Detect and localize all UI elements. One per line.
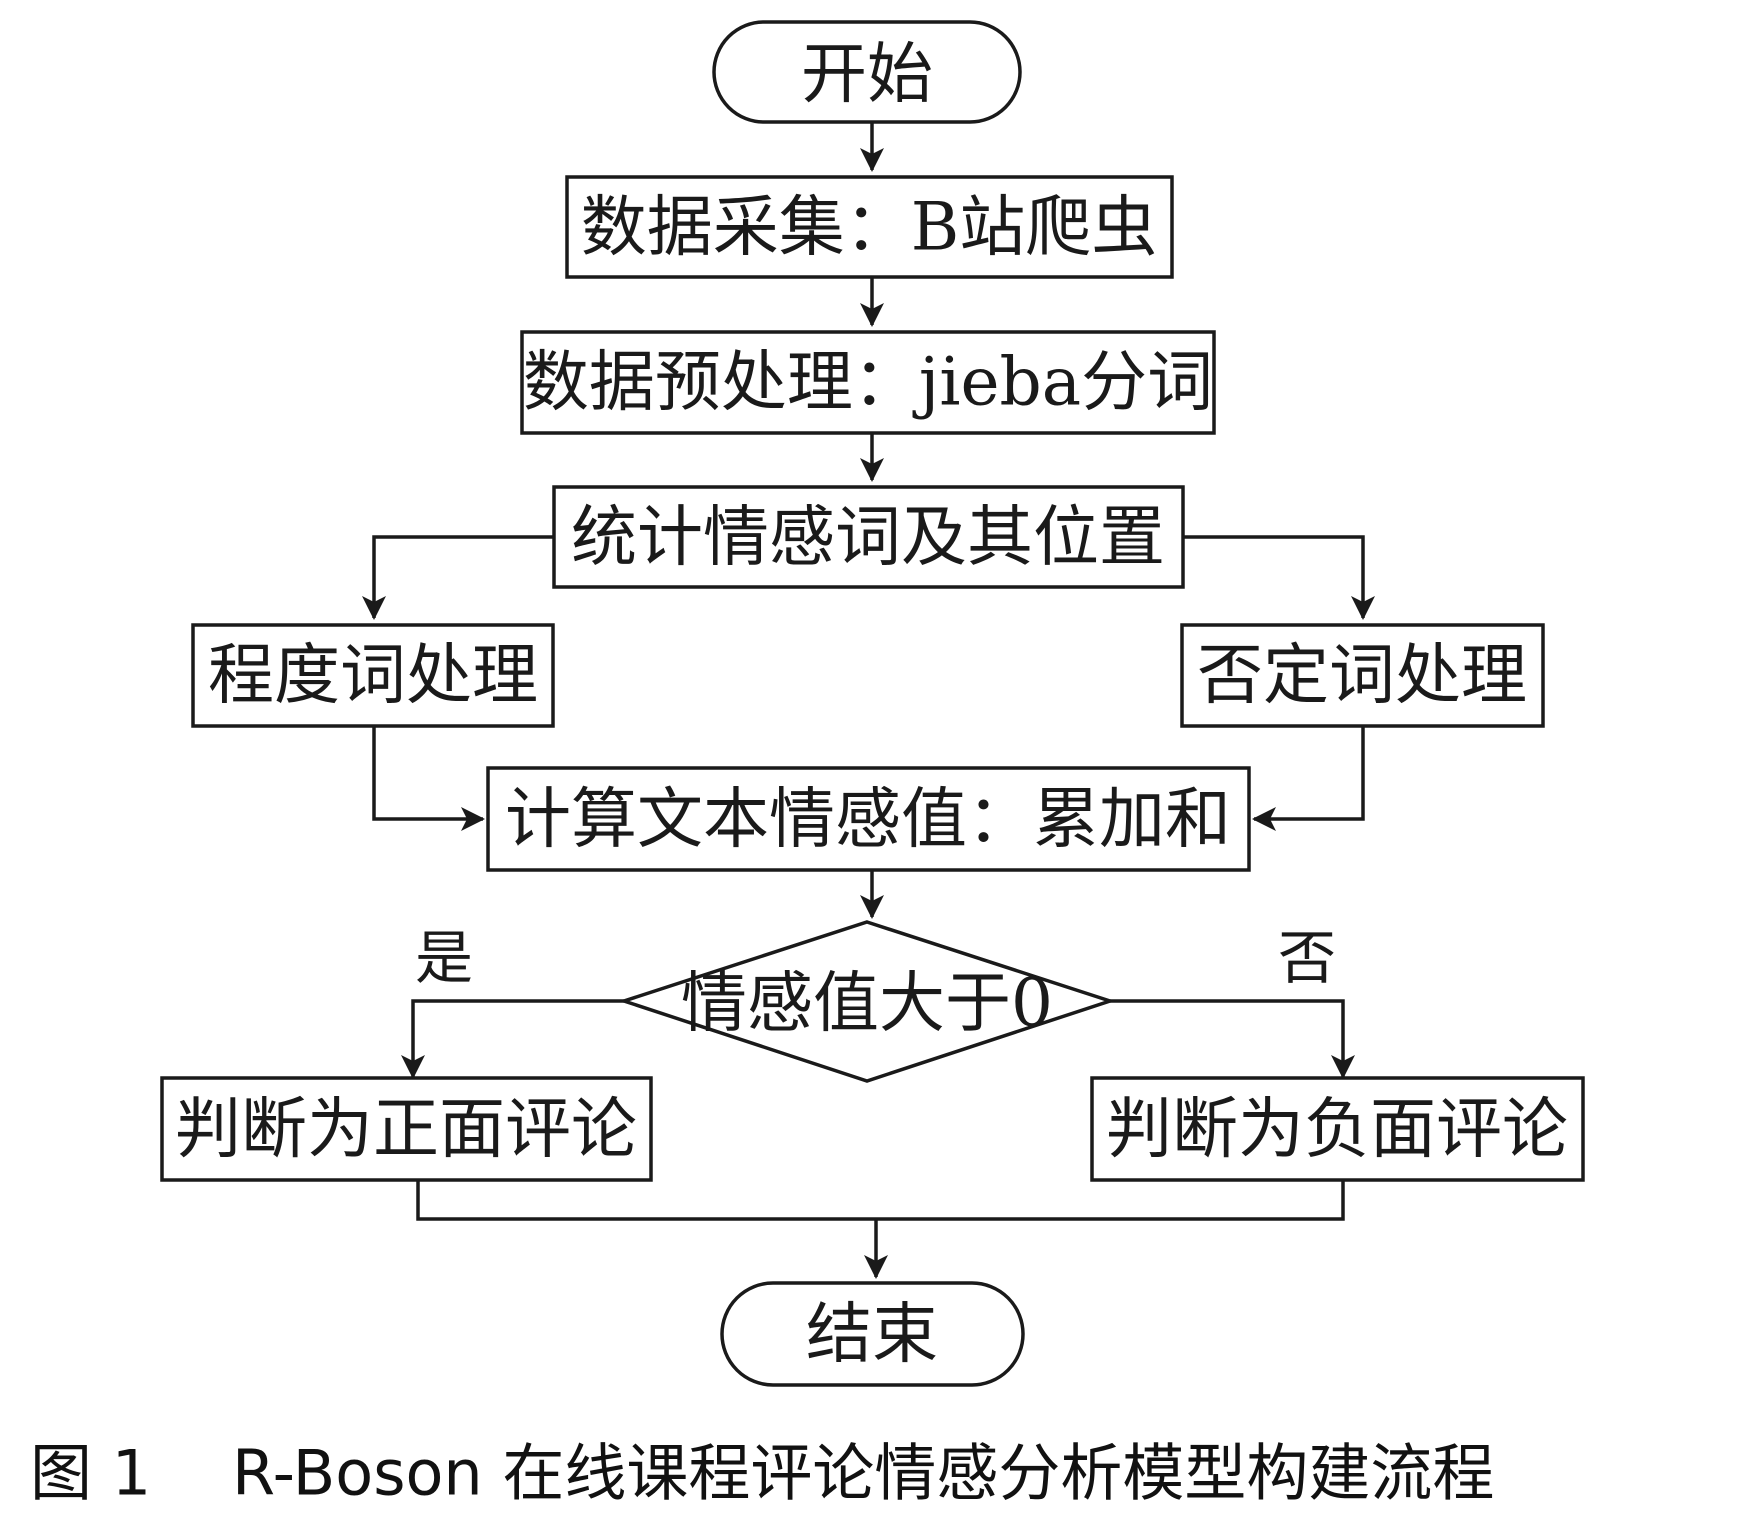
degree-label: 程度词处理	[208, 637, 538, 714]
edge-decision-to-positive	[401, 999, 624, 1079]
node-negation: 否定词处理	[1180, 623, 1545, 728]
edges	[362, 122, 1375, 1279]
negative-box	[1090, 1076, 1585, 1182]
edge-negation-to-compute	[1252, 726, 1365, 831]
negative-label: 判断为负面评论	[1106, 1091, 1568, 1168]
figure-caption: 图 1 R-Boson 在线课程评论情感分析模型构建流程	[30, 1437, 1494, 1510]
node-compute: 计算文本情感值：累加和	[486, 766, 1251, 872]
positive-box	[160, 1076, 653, 1182]
end-terminator	[720, 1281, 1025, 1387]
degree-box	[191, 623, 555, 728]
caption-figure-number: 图 1	[30, 1437, 151, 1510]
decision-label: 情感值大于0	[681, 965, 1053, 1042]
node-start: 开始	[712, 20, 1022, 124]
start-label: 开始	[801, 36, 933, 113]
edge-merge-line	[416, 1180, 1345, 1221]
node-negative: 判断为负面评论	[1090, 1076, 1585, 1182]
stat-box	[552, 485, 1185, 589]
edge-degree-to-compute	[372, 726, 485, 831]
preprocess-label: 数据预处理：jieba分词	[523, 344, 1213, 421]
edge-stat-to-degree	[362, 535, 554, 620]
collect-box	[565, 175, 1174, 279]
edge-decision-to-negative	[1110, 999, 1355, 1079]
node-end: 结束	[720, 1281, 1025, 1387]
node-preprocess: 数据预处理：jieba分词	[520, 330, 1216, 435]
start-terminator	[712, 20, 1022, 124]
node-collect: 数据采集：B站爬虫	[565, 175, 1174, 279]
collect-label: 数据采集：B站爬虫	[581, 189, 1158, 266]
stat-label: 统计情感词及其位置	[571, 499, 1165, 576]
positive-label: 判断为正面评论	[175, 1091, 637, 1168]
compute-box	[486, 766, 1251, 872]
yes-label: 是	[415, 924, 473, 992]
compute-label: 计算文本情感值：累加和	[505, 781, 1231, 858]
preprocess-box	[520, 330, 1216, 435]
node-stat: 统计情感词及其位置	[552, 485, 1185, 589]
node-degree: 程度词处理	[191, 623, 555, 728]
end-label: 结束	[806, 1296, 938, 1373]
node-positive: 判断为正面评论	[160, 1076, 653, 1182]
node-decision: 情感值大于0	[618, 920, 1116, 1083]
negation-label: 否定词处理	[1197, 637, 1527, 714]
caption-title: R-Boson 在线课程评论情感分析模型构建流程	[232, 1437, 1494, 1510]
edge-stat-to-negation	[1183, 535, 1375, 620]
decision-diamond	[618, 920, 1116, 1083]
negation-box	[1180, 623, 1545, 728]
no-label: 否	[1278, 924, 1336, 992]
